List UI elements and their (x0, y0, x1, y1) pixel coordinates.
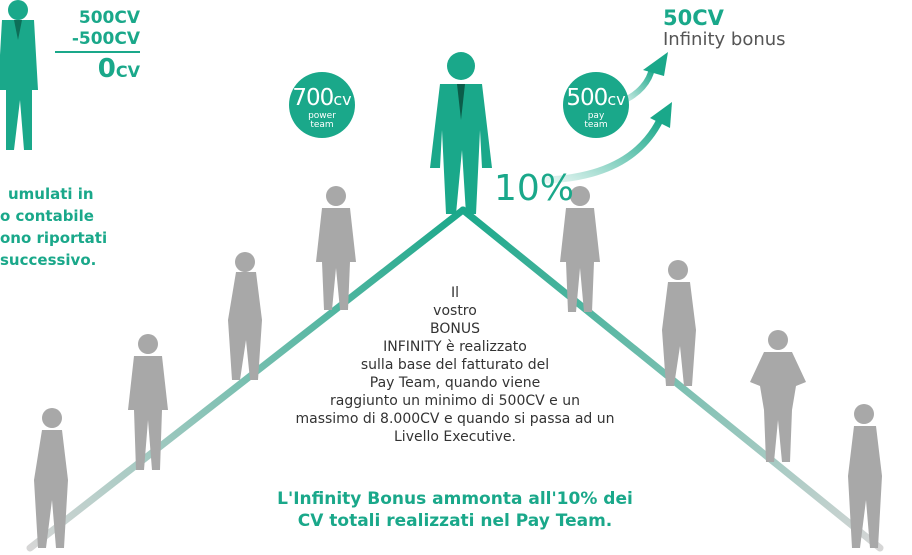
pay-team-badge: 500cv pay team (563, 72, 629, 138)
description-line: sulla base del fatturato del (360, 357, 550, 373)
left-note-line: ono riportati (0, 229, 108, 247)
badge-number: 700 (292, 85, 334, 111)
person-silhouette-right2 (662, 260, 696, 386)
person-silhouette-right4 (848, 404, 882, 548)
badge-label-top: pay (587, 111, 605, 121)
curved-arrow-lower (544, 118, 664, 184)
cv-calculation: 500CV -500CV 0CV (55, 8, 140, 86)
infinity-bonus-value: 50CV (663, 6, 724, 30)
badge-unit: cv (333, 90, 352, 109)
person-silhouette-left2 (228, 252, 262, 380)
pyramid-left-line (26, 206, 467, 552)
badge-value: 500cv (563, 86, 629, 112)
description-line: Il (450, 285, 460, 301)
person-silhouette-left4 (34, 408, 68, 548)
highlight-line: CV totali realizzati nel Pay Team. (297, 511, 613, 531)
description-line: massimo di 8.000CV e quando si passa ad … (295, 411, 615, 427)
badge-unit: cv (607, 90, 626, 109)
description-line: BONUS (430, 321, 480, 337)
percentage-label: 10% (494, 168, 575, 209)
description-line: vostro (433, 303, 477, 319)
description-line: INFINITY è realizzato (383, 339, 527, 355)
left-note-line: umulati in (8, 185, 94, 203)
highlight-text: L'Infinity Bonus ammonta all'10% dei CV … (230, 488, 680, 532)
power-team-badge: 700cv power team (289, 72, 355, 138)
badge-number: 500 (566, 85, 608, 111)
calc-result-value: 0 (97, 54, 116, 84)
badge-label-top: power (308, 111, 336, 121)
person-silhouette-topleft (0, 0, 38, 150)
badge-label-bottom: team (584, 120, 608, 130)
description-text: Il vostro BONUS INFINITY è realizzato su… (250, 284, 660, 446)
arrow-head-upper (643, 52, 668, 76)
person-silhouette-right3 (750, 330, 806, 462)
infinity-bonus-name: Infinity bonus (663, 29, 786, 50)
calc-line-2: -500CV (71, 29, 140, 49)
left-note: umulati in o contabile ono riportati suc… (0, 183, 320, 271)
calc-result-unit: CV (115, 62, 140, 81)
calc-divider (55, 51, 140, 53)
arrow-head-lower (650, 102, 672, 128)
person-silhouette-left1 (316, 186, 356, 310)
description-line: Pay Team, quando viene (369, 375, 541, 391)
left-note-line: o contabile (0, 207, 94, 225)
highlight-line: L'Infinity Bonus ammonta all'10% dei (277, 489, 633, 509)
calc-line-1: 500CV (78, 8, 140, 28)
badge-label-bottom: team (310, 120, 334, 130)
left-note-line: successivo. (0, 251, 97, 269)
person-silhouette-top (430, 52, 492, 214)
person-silhouette-left3 (128, 334, 168, 470)
person-silhouette-right1 (560, 186, 600, 312)
infinity-bonus-label: 50CV Infinity bonus (663, 6, 786, 50)
badge-value: 700cv (289, 86, 355, 112)
description-line: raggiunto un minimo di 500CV e un (330, 393, 580, 409)
description-line: Livello Executive. (394, 429, 516, 445)
calc-result: 0CV (55, 55, 140, 86)
